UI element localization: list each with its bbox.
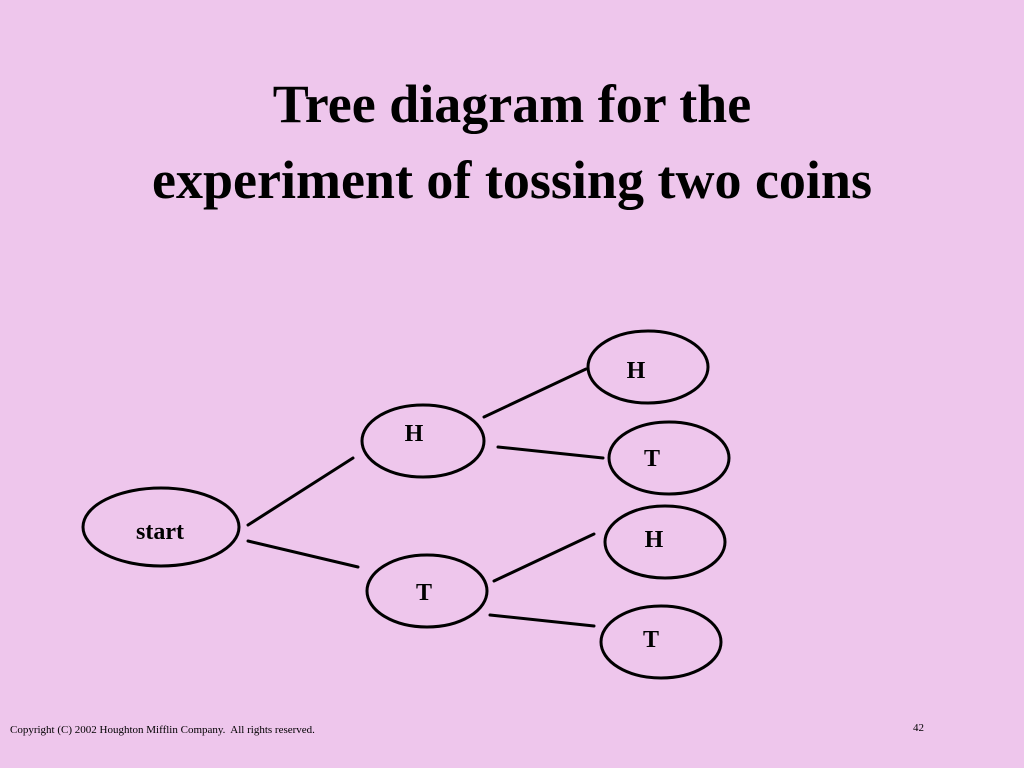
edge-start-to-t <box>246 539 360 569</box>
title-line-1: Tree diagram for the <box>272 74 752 134</box>
node-hh-label: H <box>627 358 646 384</box>
node-th: H <box>603 504 727 580</box>
node-tt-label: T <box>643 627 659 653</box>
edge-h-to-ht <box>496 445 605 460</box>
node-th-label: H <box>645 527 664 553</box>
edge-start-to-h <box>246 456 355 527</box>
copyright-notice: Copyright (C) 2002 Houghton Mifflin Comp… <box>10 724 315 736</box>
node-first-h: H <box>360 403 486 479</box>
edge-t-to-tt <box>488 613 596 628</box>
edge-t-to-th <box>492 532 596 583</box>
node-ht: T <box>607 420 731 496</box>
node-first-t-label: T <box>416 580 432 606</box>
node-first-t: T <box>365 553 489 629</box>
edge-h-to-hh <box>482 367 588 419</box>
node-ht-label: T <box>644 446 660 472</box>
title-line-2: experiment of tossing two coins <box>152 150 872 210</box>
node-start-label: start <box>136 519 184 545</box>
node-hh: H <box>586 329 710 405</box>
node-first-h-label: H <box>405 421 424 447</box>
node-start: start <box>81 486 241 568</box>
page-number: 42 <box>913 722 924 734</box>
slide-title: Tree diagram for the experiment of tossi… <box>0 66 1024 218</box>
node-tt: T <box>599 604 723 680</box>
